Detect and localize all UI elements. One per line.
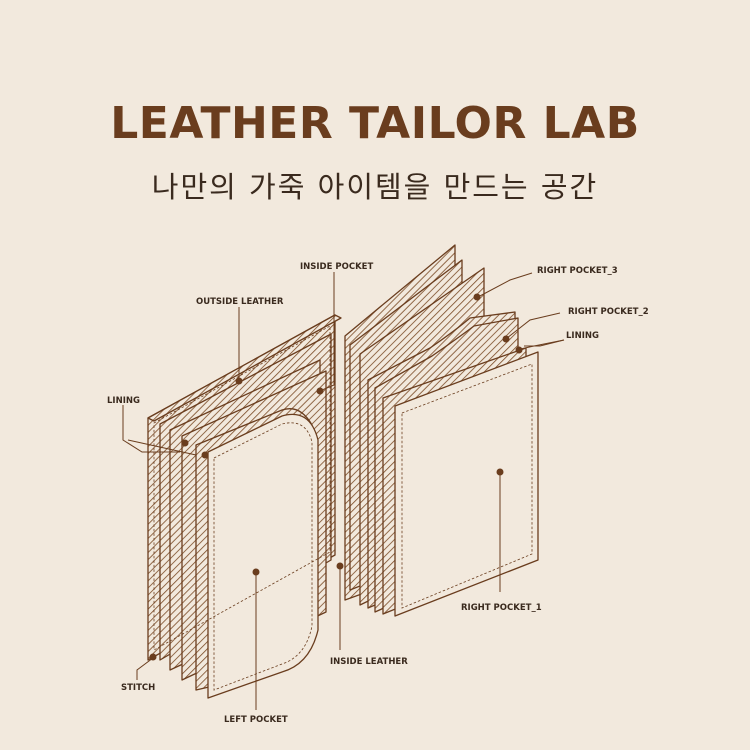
label-lining-right: LINING	[566, 331, 599, 341]
label-right-pocket-1: RIGHT POCKET_1	[461, 603, 542, 613]
label-left-pocket: LEFT POCKET	[224, 715, 288, 725]
page-title: LEATHER TAILOR LAB	[110, 98, 640, 149]
page-subtitle: 나만의 가죽 아이템을 만드는 공간	[151, 170, 599, 204]
outside-leather-top	[147, 314, 342, 422]
label-right-pocket-3: RIGHT POCKET_3	[537, 266, 618, 276]
right-pocket-1-panel	[394, 351, 539, 617]
left-pocket-front	[207, 413, 319, 699]
label-lining-left: LINING	[107, 396, 140, 406]
label-outside-leather: OUTSIDE LEATHER	[196, 297, 284, 307]
label-stitch: STITCH	[121, 683, 155, 693]
label-inside-leather: INSIDE LEATHER	[330, 657, 408, 667]
outside-leather-stitch	[153, 325, 331, 651]
label-inside-pocket: INSIDE POCKET	[300, 262, 373, 272]
left-pocket-stitch	[213, 422, 313, 691]
label-right-pocket-2: RIGHT POCKET_2	[568, 307, 649, 317]
right-pocket-1-stitch	[401, 363, 533, 609]
